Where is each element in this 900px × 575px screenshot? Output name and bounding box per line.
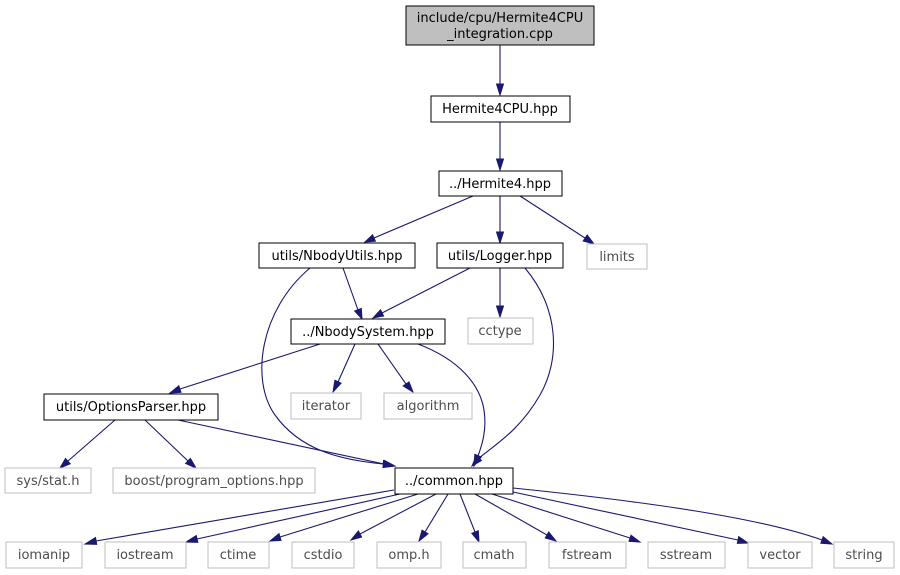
edge-hermite4-to-logger <box>495 196 505 245</box>
edge-common-to-cstdio <box>349 493 437 541</box>
node-root-file-line-2: _integration.cpp <box>446 27 553 42</box>
edge-common-to-iomanip <box>83 489 395 545</box>
node-iomanip-label: iomanip <box>18 548 70 563</box>
edge-common-to-fstream <box>474 493 558 542</box>
edge-optionsparser-to-boost <box>144 419 198 470</box>
node-nbodyutils-hpp-label: utils/NbodyUtils.hpp <box>271 249 402 264</box>
node-hermite4-hpp[interactable]: ../Hermite4.hpp <box>438 170 563 197</box>
node-nbodysystem-hpp[interactable]: ../NbodySystem.hpp <box>290 318 446 345</box>
edge-nbodysystem-to-optionsparser <box>168 343 321 394</box>
node-sstream[interactable]: sstream <box>647 541 726 569</box>
node-string-label: string <box>845 548 882 563</box>
node-optionsparser-hpp-label: utils/OptionsParser.hpp <box>56 400 206 415</box>
edge-nbodyutils-to-common <box>261 267 396 469</box>
edge-hermite4-to-nbodyutils <box>363 195 474 243</box>
node-cmath-label: cmath <box>473 548 514 563</box>
node-cctype-label: cctype <box>478 324 521 339</box>
node-hermite4cpu-hpp-label: Hermite4CPU.hpp <box>442 102 558 117</box>
node-limits-label: limits <box>599 250 635 265</box>
edge-nbodysystem-to-common <box>417 343 486 468</box>
node-sys-stat-h-label: sys/stat.h <box>17 474 80 489</box>
edge-nbodyutils-to-nbodysystem <box>342 267 363 321</box>
node-omp-h[interactable]: omp.h <box>376 541 442 569</box>
node-root-file[interactable]: include/cpu/Hermite4CPU _integration.cpp <box>405 5 595 46</box>
node-logger-hpp[interactable]: utils/Logger.hpp <box>436 242 564 269</box>
node-cstdio[interactable]: cstdio <box>291 541 355 569</box>
edge-nbodysystem-to-algorithm <box>377 343 415 394</box>
edge-common-to-sstream <box>491 493 642 543</box>
node-sys-stat-h[interactable]: sys/stat.h <box>4 467 92 494</box>
edge-root-to-hermite4cpu <box>495 45 505 97</box>
edge-common-to-ctime <box>268 493 419 542</box>
node-common-hpp-label: ../common.hpp <box>405 474 503 489</box>
edge-common-to-omp <box>418 493 449 543</box>
node-omp-h-label: omp.h <box>388 548 429 563</box>
edge-logger-to-nbodysystem <box>371 267 471 319</box>
node-hermite4-hpp-label: ../Hermite4.hpp <box>449 177 551 192</box>
node-ctime[interactable]: ctime <box>207 541 270 569</box>
edge-optionsparser-to-sysstat <box>58 419 116 470</box>
node-algorithm-label: algorithm <box>397 399 460 414</box>
node-fstream-label: fstream <box>562 548 612 563</box>
edge-common-to-iostream <box>184 493 401 543</box>
node-nbodyutils-hpp[interactable]: utils/NbodyUtils.hpp <box>258 242 416 269</box>
node-logger-hpp-label: utils/Logger.hpp <box>448 249 552 264</box>
edge-common-to-cmath <box>459 493 480 544</box>
node-iostream-label: iostream <box>116 548 173 563</box>
edge-common-to-string <box>512 487 834 545</box>
node-string[interactable]: string <box>833 541 895 569</box>
node-cctype[interactable]: cctype <box>467 317 534 345</box>
edge-common-to-vector <box>512 491 750 544</box>
node-cstdio-label: cstdio <box>304 548 343 563</box>
node-iterator[interactable]: iterator <box>290 392 362 420</box>
node-nbodysystem-hpp-label: ../NbodySystem.hpp <box>302 325 434 340</box>
edge-optionsparser-to-common <box>177 419 397 468</box>
edge-hermite4cpu-to-hermite4 <box>495 122 505 172</box>
node-vector[interactable]: vector <box>747 541 813 569</box>
node-algorithm[interactable]: algorithm <box>383 392 473 420</box>
edge-logger-to-common <box>470 267 554 468</box>
node-boost-program-options-hpp[interactable]: boost/program_options.hpp <box>112 467 316 494</box>
node-vector-label: vector <box>759 548 801 563</box>
node-cmath[interactable]: cmath <box>462 541 527 569</box>
node-root-file-line-1: include/cpu/Hermite4CPU <box>417 11 583 26</box>
edge-hermite4-to-limits <box>519 195 596 245</box>
node-iomanip[interactable]: iomanip <box>5 541 83 569</box>
node-hermite4cpu-hpp[interactable]: Hermite4CPU.hpp <box>430 95 571 123</box>
node-optionsparser-hpp[interactable]: utils/OptionsParser.hpp <box>43 393 219 421</box>
node-iterator-label: iterator <box>302 399 351 414</box>
node-limits[interactable]: limits <box>586 243 648 270</box>
node-iostream[interactable]: iostream <box>104 541 187 569</box>
edge-logger-to-cctype <box>495 268 505 319</box>
node-ctime-label: ctime <box>220 548 257 563</box>
node-boost-program-options-hpp-label: boost/program_options.hpp <box>124 474 303 489</box>
edge-nbodysystem-to-iterator <box>332 343 356 394</box>
node-fstream[interactable]: fstream <box>548 541 627 569</box>
node-common-hpp[interactable]: ../common.hpp <box>394 467 514 495</box>
node-sstream-label: sstream <box>660 548 712 563</box>
